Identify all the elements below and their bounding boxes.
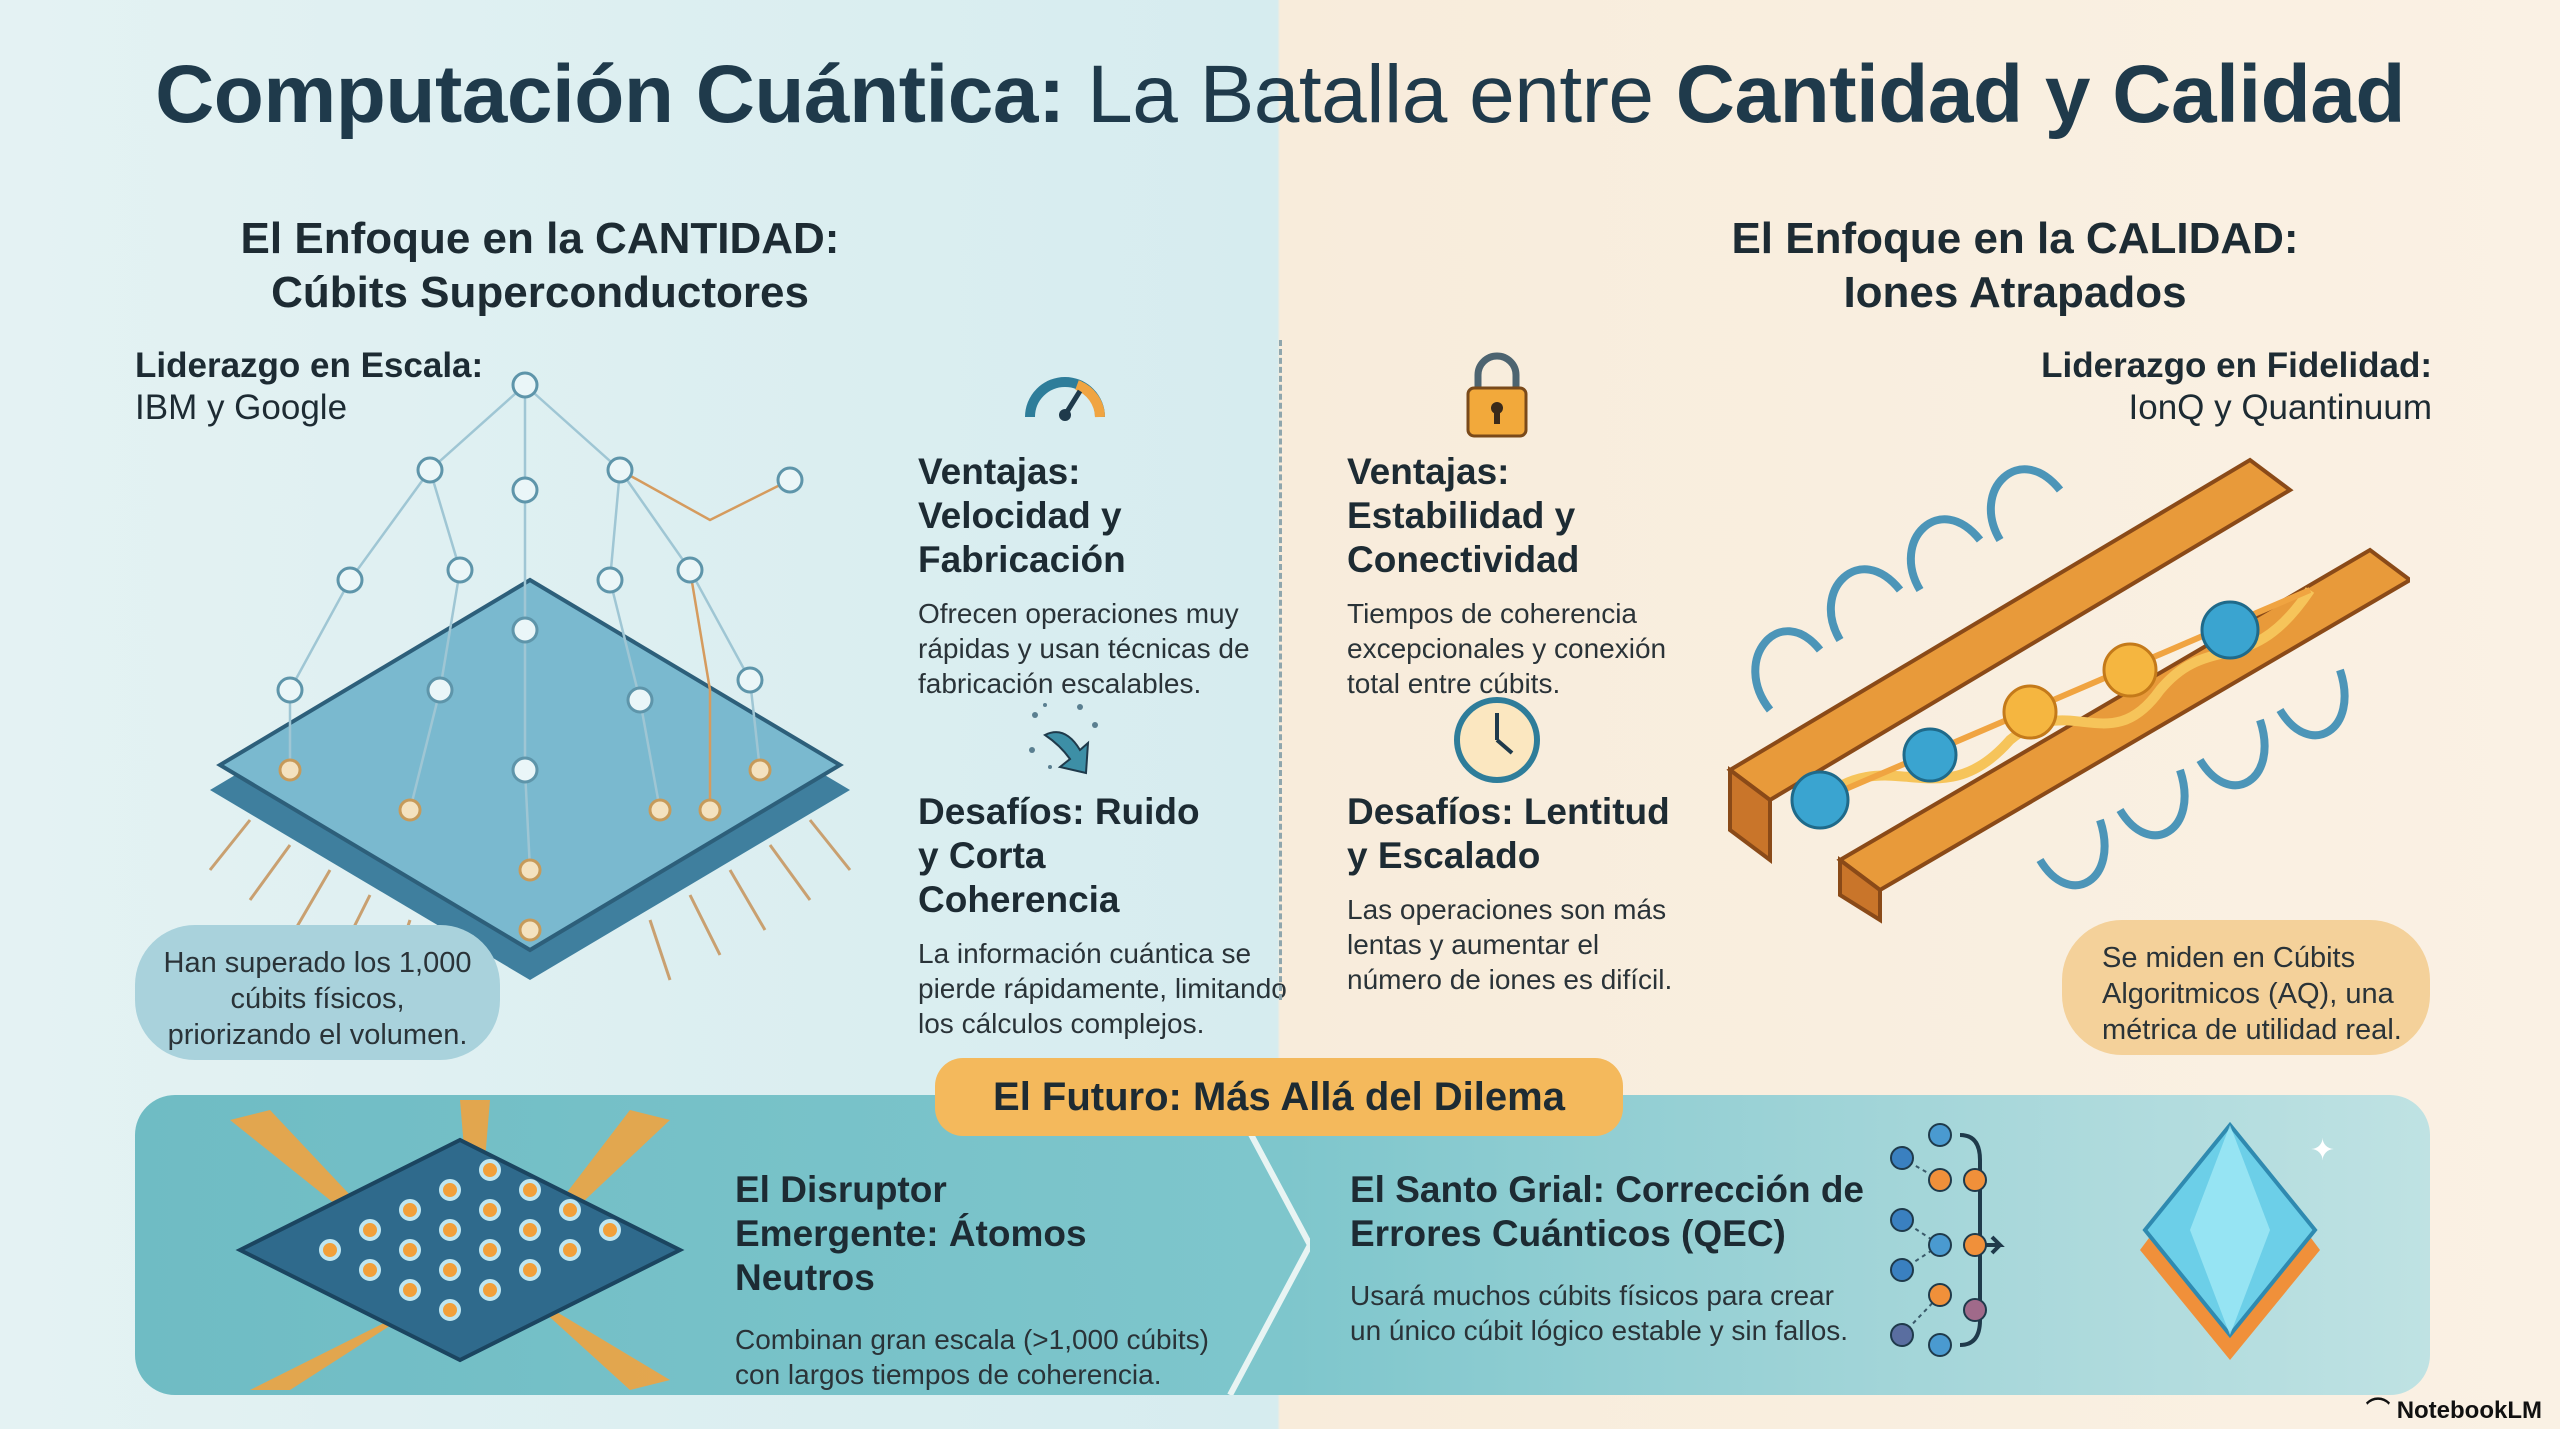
left-challenges-title: Desafíos: Ruido y Corta Coherencia [918,791,1200,920]
title-part-2: La Batalla entre [1064,49,1676,140]
left-leader: Liderazgo en Escala: IBM y Google [135,345,483,429]
left-heading-line-2: Cúbits Superconductores [271,268,809,317]
right-advantages: Ventajas: Estabilidad y Conectividad Tie… [1347,450,1707,701]
future-badge: El Futuro: Más Allá del Dilema [935,1058,1623,1136]
right-section-heading: El Enfoque en la CALIDAD: Iones Atrapado… [1565,212,2465,320]
svg-text:✦: ✦ [2310,1133,2335,1168]
left-heading-line-1: El Enfoque en la CANTIDAD: [240,214,840,263]
center-divider [1279,340,1282,1000]
neutral-atoms-title: El Disruptor Emergente: Átomos Neutros [735,1169,1087,1298]
right-challenges-body: Las operaciones son más lentas y aumenta… [1347,894,1673,995]
right-challenges-title: Desafíos: Lentitud y Escalado [1347,791,1670,876]
left-advantages-body: Ofrecen operaciones muy rápidas y usan t… [918,598,1250,699]
left-leader-value: IBM y Google [135,388,348,427]
left-callout-text: Han superado los 1,000 cúbits físicos, p… [163,947,472,1051]
qec-body: Usará muchos cúbits físicos para crear u… [1350,1280,1849,1346]
right-heading-line-1: El Enfoque en la CALIDAD: [1731,214,2299,263]
noise-decay-icon [1029,703,1098,775]
right-leader-value: IonQ y Quantinuum [2128,388,2433,427]
chevron-separator [1227,1095,1310,1395]
clock-icon [1454,697,1540,783]
neutral-atoms-body: Combinan gran escala (>1,000 cúbits) con… [735,1324,1209,1390]
logical-qubit-diamond-icon: ✦ [2140,1121,2335,1360]
ion-trap-illustration [1726,457,2410,924]
right-leader: Liderazgo en Fidelidad: IonQ y Quantinuu… [2041,345,2432,429]
title-part-1: Computación Cuántica: [155,49,1065,140]
superconducting-chip-illustration [208,371,852,981]
padlock-icon [1466,352,1528,438]
page-title: Computación Cuántica: La Batalla entre C… [0,48,2560,142]
left-section-heading: El Enfoque en la CANTIDAD: Cúbits Superc… [90,212,990,320]
neutral-atoms-illustration [230,1100,685,1390]
notebooklm-watermark: ⌒ NotebookLM [2366,1390,2542,1425]
qec-block: El Santo Grial: Corrección de Errores Cu… [1350,1168,1870,1348]
right-advantages-title: Ventajas: Estabilidad y Conectividad [1347,451,1580,580]
left-callout-bubble: Han superado los 1,000 cúbits físicos, p… [135,925,500,1060]
right-leader-label: Liderazgo en Fidelidad: [2041,346,2432,385]
right-challenges: Desafíos: Lentitud y Escalado Las operac… [1347,790,1677,997]
neutral-atoms-block: El Disruptor Emergente: Átomos Neutros C… [735,1168,1215,1392]
right-advantages-body: Tiempos de coherencia excepcionales y co… [1347,598,1667,699]
right-heading-line-2: Iones Atrapados [1843,268,2187,317]
title-part-3: Cantidad y Calidad [1675,49,2406,140]
right-callout-text: Se miden en Cúbits Algoritmicos (AQ), un… [2102,942,2402,1046]
right-callout-bubble: Se miden en Cúbits Algoritmicos (AQ), un… [2062,920,2430,1055]
watermark-text: NotebookLM [2396,1397,2542,1424]
left-challenges: Desafíos: Ruido y Corta Coherencia La in… [918,790,1288,1041]
qec-title: El Santo Grial: Corrección de Errores Cu… [1350,1169,1865,1254]
left-advantages-title: Ventajas: Velocidad y Fabricación [918,451,1126,580]
qec-qubit-network-icon [1890,1123,2005,1357]
speedometer-icon [1025,377,1105,421]
left-leader-label: Liderazgo en Escala: [135,346,484,385]
left-challenges-body: La información cuántica se pierde rápida… [918,938,1287,1039]
left-advantages: Ventajas: Velocidad y Fabricación Ofrece… [918,450,1258,701]
notebooklm-logo-icon: ⌒ [2366,1397,2397,1424]
